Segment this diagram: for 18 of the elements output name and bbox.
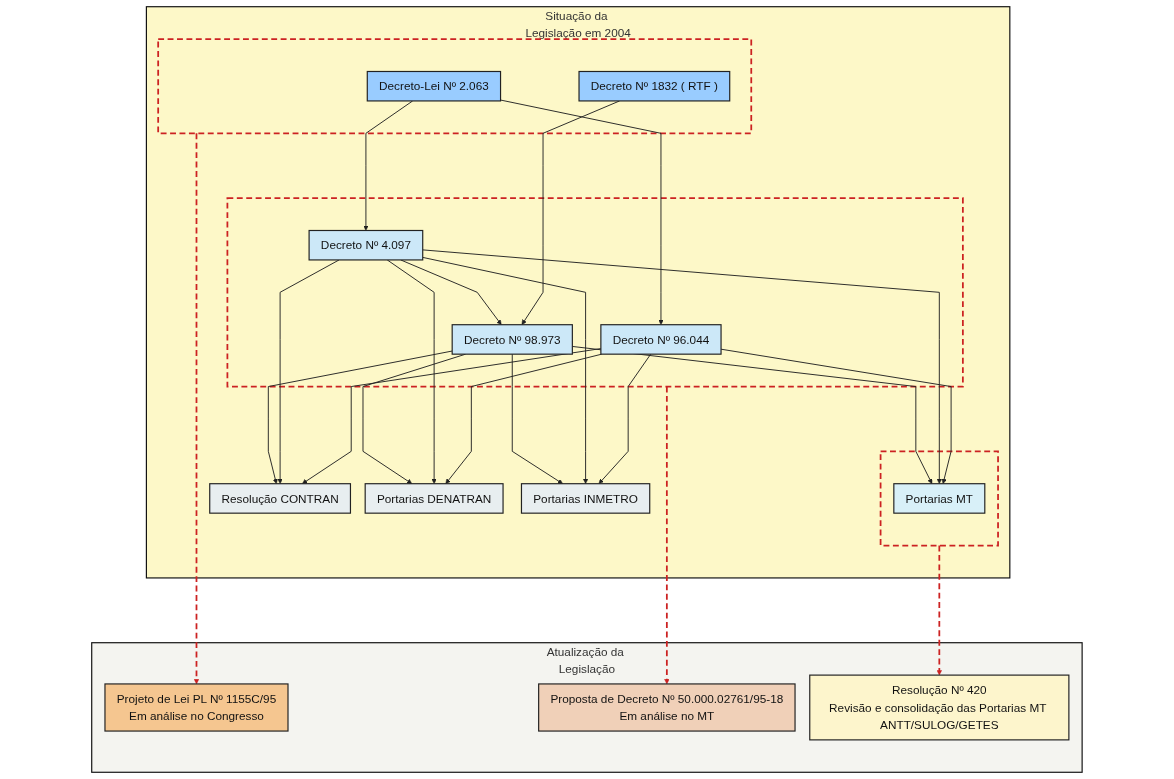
- node-box: Portarias INMETRO: [520, 483, 651, 514]
- node-box: Decreto Nº 1832 ( RTF ): [578, 70, 731, 102]
- node-box: Decreto Nº 98.973: [451, 324, 573, 355]
- node-box: Decreto-Lei Nº 2.063: [366, 70, 502, 102]
- cluster: [157, 38, 753, 135]
- arrow: [664, 385, 670, 685]
- node-box: Portarias DENATRAN: [364, 483, 504, 514]
- cluster: [879, 450, 999, 547]
- node-box: Decreto Nº 96.044: [600, 324, 722, 355]
- node-box: Resolução Nº 420 Revisão e consolidação das Portarias MT ANTT/SULOG/GETES: [809, 674, 1070, 741]
- node-box: Proposta de Decreto Nº 50.000.02761/95-18 Em análise no MT: [538, 683, 796, 732]
- arrow: [936, 544, 942, 676]
- cluster: [226, 197, 964, 388]
- arrow: [193, 132, 200, 685]
- node-box: Portarias MT: [893, 483, 986, 514]
- node-box: Resolução CONTRAN: [209, 483, 352, 514]
- node-box: Projeto de Lei PL Nº 1155C/95 Em análise no Congresso: [104, 683, 289, 732]
- node-box: Decreto Nº 4.097: [308, 229, 424, 261]
